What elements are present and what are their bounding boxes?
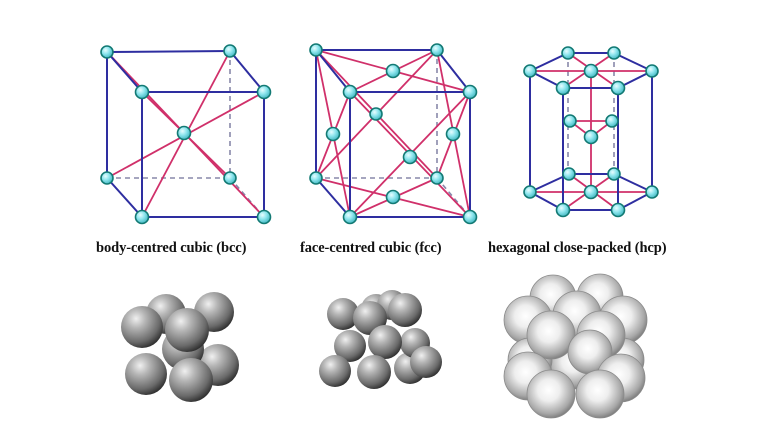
hcp-caption: hexagonal close-packed (hcp) (488, 240, 667, 256)
fcc-lattice (309, 43, 478, 225)
hcp-lattice (523, 46, 659, 218)
fcc-atoms (309, 43, 478, 225)
bcc-packed-spheres (121, 292, 239, 402)
bcc-atoms (100, 44, 272, 225)
fcc-packed-spheres (319, 290, 442, 389)
hcp-packed-spheres (503, 273, 648, 419)
bcc-lattice (100, 44, 272, 225)
fcc-caption: face-centred cubic (fcc) (300, 240, 442, 256)
bcc-caption: body-centred cubic (bcc) (96, 240, 247, 256)
hcp-atoms (523, 46, 659, 218)
